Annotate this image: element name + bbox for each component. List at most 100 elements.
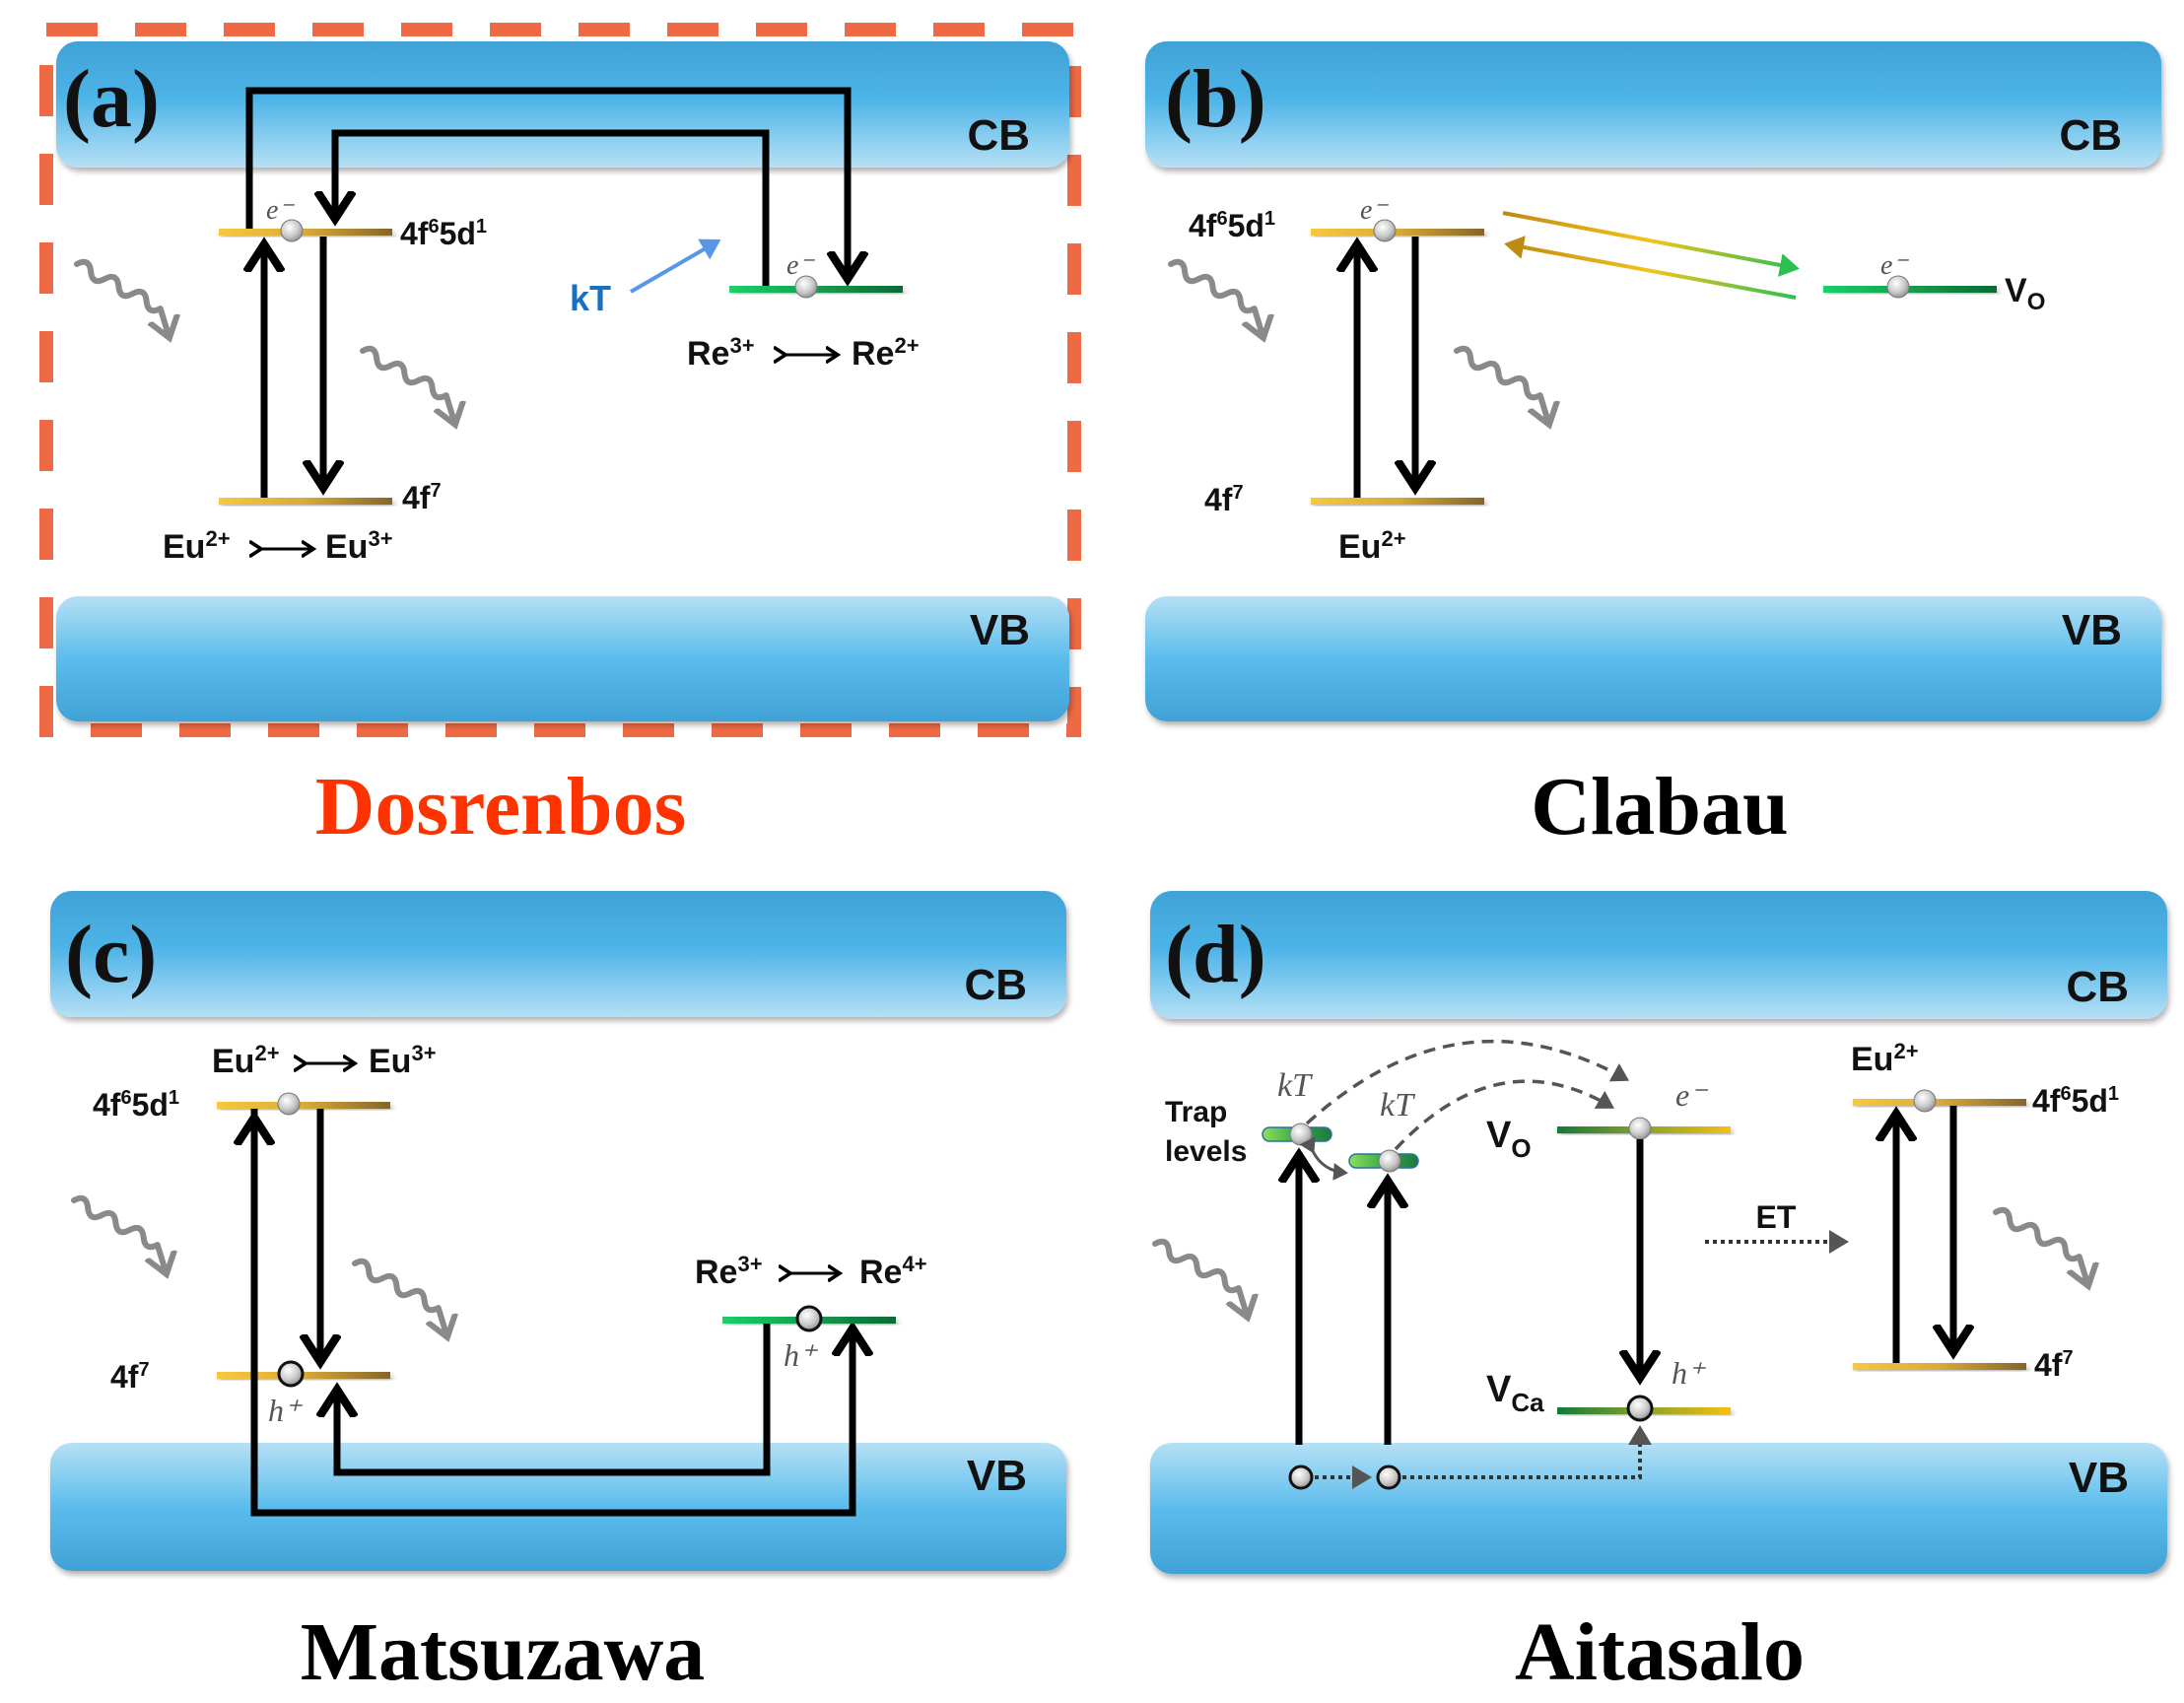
emission-photon-icon xyxy=(1993,1206,2100,1283)
re-ion-pair-right: Re4+ xyxy=(859,1252,927,1291)
vo-electron xyxy=(1628,1117,1652,1140)
electron xyxy=(280,219,304,242)
highlight-border xyxy=(39,23,1081,737)
cb-label: CB xyxy=(964,961,1027,1009)
trapped-electron-2 xyxy=(1378,1149,1401,1173)
thermal-label-1: kT xyxy=(1277,1067,1313,1104)
conduction-band xyxy=(1145,41,2161,168)
eu-ground-level xyxy=(219,498,392,505)
re-hole xyxy=(795,1305,823,1332)
re-ion-pair-right: Re2+ xyxy=(852,333,920,373)
thermal-release-arc-1 xyxy=(1305,1039,1630,1125)
hole-migration-arrow-2 xyxy=(1402,1425,1652,1479)
cb-label: CB xyxy=(2066,963,2129,1011)
eu-ion-label: Eu2+ xyxy=(1338,526,1406,566)
conduction-band xyxy=(56,41,1069,168)
conduction-band xyxy=(1150,891,2167,1019)
emission-photon-icon xyxy=(1454,345,1561,422)
electron-label: e⁻ xyxy=(1675,1077,1708,1113)
trap-exchange-arrow xyxy=(1299,1136,1348,1181)
upper-level-label: 4f65d1 xyxy=(93,1087,179,1123)
eu-electron xyxy=(1913,1089,1937,1113)
excitation-photon-icon xyxy=(74,258,181,335)
hole-release-path xyxy=(337,1321,771,1476)
valence-band xyxy=(50,1443,1066,1571)
eu-ion-label: Eu2+ xyxy=(1851,1039,1919,1078)
lower-level-label: 4f7 xyxy=(1204,482,1244,517)
trapped-electron-label: e⁻ xyxy=(1880,250,1909,281)
trapping-arrow xyxy=(1502,211,1800,277)
electron-label: e⁻ xyxy=(266,195,295,226)
eu-ion-pair-right: Eu3+ xyxy=(369,1041,437,1080)
caption: Dosrenbos xyxy=(315,761,687,852)
re-ion-pair: Re3+ xyxy=(687,333,755,373)
oxygen-vacancy-level xyxy=(1823,286,1997,293)
electron-label: e⁻ xyxy=(1360,195,1389,226)
valence-band xyxy=(1145,596,2161,721)
electron-release-path xyxy=(335,129,770,289)
vo-label: VO xyxy=(1486,1115,1532,1163)
eu-electron xyxy=(277,1092,301,1116)
trap-levels-label-line2: levels xyxy=(1165,1135,1247,1168)
electron-to-trap-path xyxy=(245,87,848,279)
trap-levels-label: Trap xyxy=(1165,1096,1227,1128)
trapped-electron-1 xyxy=(1289,1123,1313,1146)
detrapping-arrow xyxy=(1504,236,1797,300)
vb-label: VB xyxy=(2069,1454,2129,1502)
emission-photon-icon xyxy=(352,1258,459,1334)
conduction-band xyxy=(50,891,1066,1017)
eu-excited-level xyxy=(217,1102,390,1109)
panel-a: (a) CB VB 4f65d1 4f7 e⁻ e⁻ kT Eu2+ Eu3+ … xyxy=(39,23,1081,852)
panel-d: (d) CB VB Trap levels kT kT VO e⁻ VCa h⁺ xyxy=(1150,891,2167,1698)
eu-excited-level xyxy=(1311,229,1484,236)
excitation-photon-icon xyxy=(1168,258,1275,335)
cb-label: CB xyxy=(2059,111,2122,160)
vb-hole-1 xyxy=(1288,1465,1314,1490)
eu-ground-level xyxy=(1853,1363,2026,1370)
vca-label: VCa xyxy=(1486,1369,1544,1417)
eu-ion-pair: Eu2+ xyxy=(163,526,231,566)
panel-c: (c) CB VB Eu2+ Eu3+ 4f65d1 4f7 h⁺ h⁺ Re3… xyxy=(50,891,1066,1698)
panel-label: (a) xyxy=(63,53,160,145)
upper-level-label: 4f65d1 xyxy=(2032,1083,2119,1119)
lower-level-label: 4f7 xyxy=(402,480,442,515)
thermal-label-2: kT xyxy=(1380,1087,1415,1124)
panel-label: (c) xyxy=(65,909,157,1000)
caption: Matsuzawa xyxy=(301,1606,706,1698)
vb-label: VB xyxy=(967,1452,1027,1500)
thermal-release-arc-2 xyxy=(1394,1079,1615,1151)
re-hole-label: h⁺ xyxy=(784,1337,818,1373)
caption: Aitasalo xyxy=(1515,1606,1805,1698)
eu-excited-level xyxy=(219,229,392,236)
caption: Clabau xyxy=(1531,761,1788,852)
vb-label: VB xyxy=(2062,606,2122,654)
vb-label: VB xyxy=(970,606,1030,654)
thermal-arrow xyxy=(629,238,721,294)
electron xyxy=(1373,219,1397,242)
upper-level-label: 4f65d1 xyxy=(1189,208,1275,243)
trapped-electron xyxy=(1886,275,1910,299)
vo-label: VO xyxy=(2005,272,2045,315)
eu-hole xyxy=(277,1360,305,1388)
eu-ion-pair: Eu2+ xyxy=(212,1041,280,1080)
lower-level-label: 4f7 xyxy=(2034,1347,2074,1383)
valence-band xyxy=(56,596,1069,721)
upper-level-label: 4f65d1 xyxy=(400,216,487,251)
valence-band xyxy=(1150,1443,2167,1574)
eu-ground-level xyxy=(1311,498,1484,505)
vca-hole xyxy=(1626,1395,1654,1422)
cb-label: CB xyxy=(967,111,1030,160)
panel-label: (d) xyxy=(1165,909,1266,1000)
trapped-electron-label: e⁻ xyxy=(786,250,815,281)
excitation-photon-icon xyxy=(71,1194,178,1271)
energy-transfer-label: ET xyxy=(1756,1199,1797,1235)
eu-hole-label: h⁺ xyxy=(268,1393,303,1428)
eu-excited-level xyxy=(1853,1099,2026,1106)
eu-ion-pair-right: Eu3+ xyxy=(325,526,393,566)
thermal-label: kT xyxy=(570,278,611,318)
lower-level-label: 4f7 xyxy=(110,1359,150,1395)
re-ion-pair: Re3+ xyxy=(695,1252,763,1291)
emission-photon-icon xyxy=(360,345,467,422)
panel-label: (b) xyxy=(1165,53,1266,145)
